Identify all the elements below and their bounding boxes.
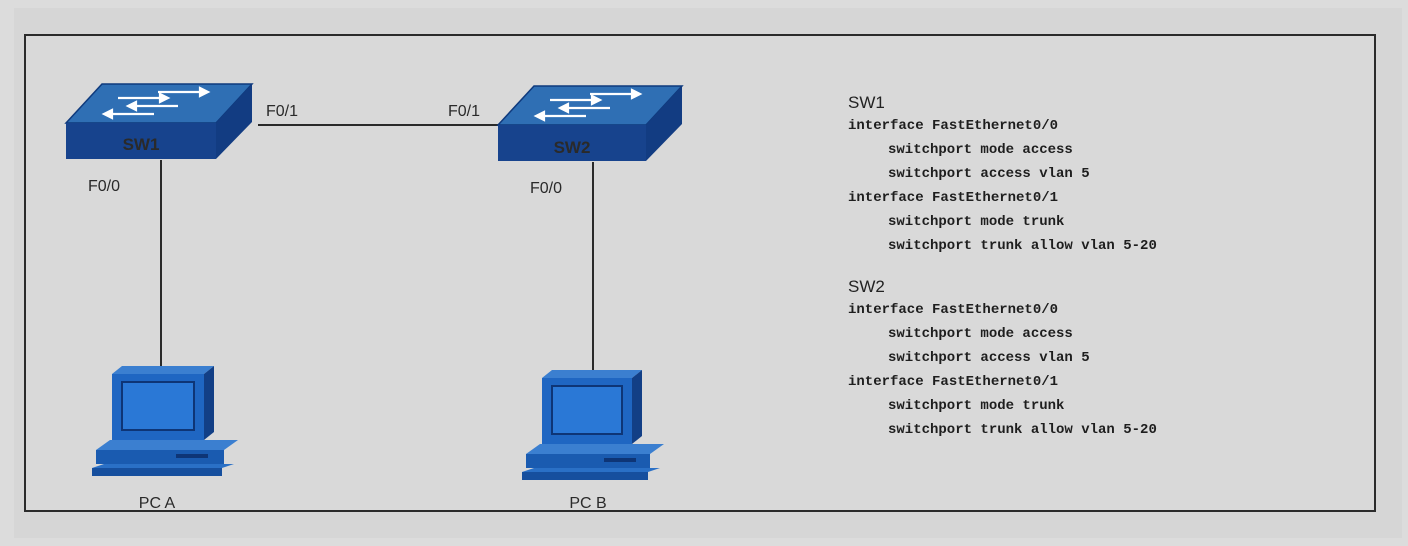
config-line: switchport access vlan 5: [888, 350, 1090, 366]
sw2-label: SW2: [554, 138, 591, 157]
config-line: interface FastEthernet0/1: [848, 190, 1059, 206]
sw1-config-block: SW1 interface FastEthernet0/0 switchport…: [848, 92, 1368, 258]
config-line: interface FastEthernet0/0: [848, 118, 1059, 134]
pc-a-label: PC A: [139, 495, 176, 512]
pc-b-icon: [522, 370, 664, 480]
sw1-switch-icon: [64, 83, 254, 159]
config-line: interface FastEthernet0/1: [848, 374, 1059, 390]
config-line: interface FastEthernet0/0: [848, 302, 1059, 318]
config-line: switchport mode access: [888, 326, 1073, 342]
config-line: switchport access vlan 5: [888, 166, 1090, 182]
config-line: switchport mode trunk: [888, 214, 1065, 230]
sw1-label: SW1: [123, 135, 160, 154]
config-line: switchport trunk allow vlan 5-20: [888, 422, 1157, 438]
switch-config-panel: SW1 interface FastEthernet0/0 switchport…: [848, 92, 1368, 460]
sw1-port-f01-label: F0/1: [266, 103, 298, 120]
sw2-config-title: SW2: [848, 277, 885, 296]
pc-a-icon: [92, 366, 238, 476]
sw2-config-block: SW2 interface FastEthernet0/0 switchport…: [848, 276, 1368, 442]
sw2-port-f00-label: F0/0: [530, 180, 562, 197]
config-line: switchport mode access: [888, 142, 1073, 158]
config-line: switchport mode trunk: [888, 398, 1065, 414]
sw1-port-f00-label: F0/0: [88, 178, 120, 195]
sw1-config-title: SW1: [848, 93, 885, 112]
sw2-port-f01-label: F0/1: [448, 103, 480, 120]
pc-b-label: PC B: [569, 495, 606, 512]
sw2-switch-icon: [496, 85, 684, 161]
config-line: switchport trunk allow vlan 5-20: [888, 238, 1157, 254]
